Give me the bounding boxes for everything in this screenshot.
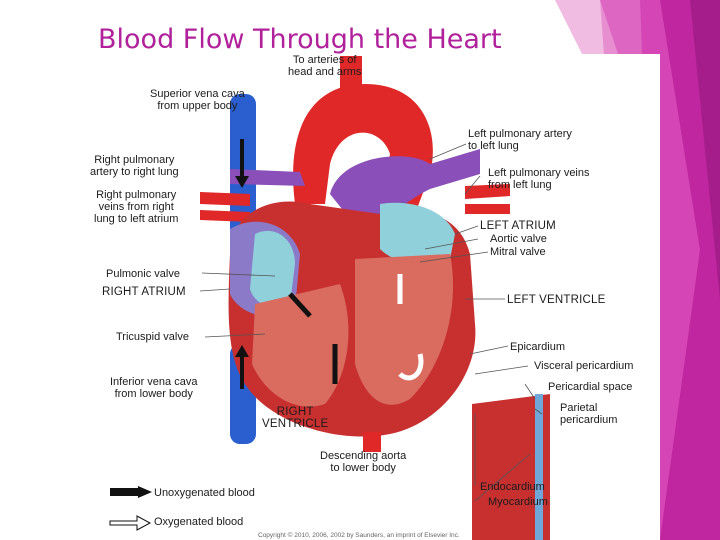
- label-visceral-pericardium: Visceral pericardium: [534, 360, 634, 372]
- right-pulmonary-veins: [200, 192, 250, 222]
- label-left-atrium: LEFT ATRIUM: [480, 220, 556, 232]
- svc-flow-arrowhead: [235, 176, 249, 188]
- label-right-pulmonary-veins: Right pulmonary veins from right lung to…: [94, 189, 179, 225]
- legend-oxygenated-arrow: [109, 515, 152, 531]
- label-pulmonic-valve: Pulmonic valve: [106, 268, 180, 280]
- label-right-ventricle: RIGHT VENTRICLE: [262, 406, 329, 430]
- label-myocardium: Myocardium: [488, 496, 548, 508]
- legend-unoxygenated-label: Unoxygenated blood: [154, 487, 255, 499]
- label-descending-aorta: Descending aorta to lower body: [320, 450, 407, 474]
- label-mitral-valve: Mitral valve: [490, 246, 546, 258]
- ivc-flow-arrowhead: [235, 345, 249, 357]
- label-tricuspid-valve: Tricuspid valve: [116, 331, 189, 343]
- label-inferior-vena-cava: Inferior vena cava from lower body: [110, 376, 198, 400]
- copyright-notice: Copyright © 2010, 2006, 2002 by Saunders…: [258, 532, 460, 539]
- right-atrium-interior: [250, 230, 295, 308]
- left-pulmonary-veins: [465, 184, 510, 214]
- label-pericardial-space: Pericardial space: [548, 381, 633, 393]
- leader-lines: [199, 143, 543, 502]
- ra-to-rv-arrow: [288, 292, 312, 318]
- heart-diagram: To arteries of head and arms Superior ve…: [80, 54, 660, 540]
- deco-band-dark: [690, 0, 720, 300]
- label-right-pulmonary-artery: Right pulmonary artery to right lung: [90, 154, 179, 178]
- lv-outflow-arrow: [398, 353, 424, 381]
- legend-oxygenated-label: Oxygenated blood: [154, 516, 244, 528]
- pericardial-space-strip: [535, 394, 543, 540]
- label-endocardium: Endocardium: [480, 481, 545, 493]
- label-right-atrium: RIGHT ATRIUM: [102, 286, 186, 298]
- label-parietal-pericardium: Parietal pericardium: [560, 402, 618, 426]
- legend-unoxygenated-arrowhead: [138, 486, 152, 498]
- label-left-pulmonary-artery: Left pulmonary artery to left lung: [468, 128, 572, 152]
- descending-aorta: [363, 432, 381, 452]
- right-pulmonary-artery: [230, 169, 305, 186]
- label-superior-vena-cava: Superior vena cava from upper body: [150, 88, 245, 112]
- slide-title: Blood Flow Through the Heart: [98, 24, 502, 55]
- heart-illustration: [109, 56, 550, 540]
- right-ventricle-chamber: [252, 284, 349, 407]
- label-aortic-valve: Aortic valve: [490, 233, 547, 245]
- label-left-pulmonary-veins: Left pulmonary veins from left lung: [488, 167, 590, 191]
- left-atrium-interior: [380, 202, 455, 265]
- label-left-ventricle: LEFT VENTRICLE: [507, 294, 606, 306]
- arteries-head: [340, 56, 362, 96]
- label-epicardium: Epicardium: [510, 341, 566, 353]
- pericardium-section: [472, 394, 550, 540]
- label-to-arteries-head: To arteries of head and arms: [288, 54, 362, 78]
- left-ventricle-chamber: [355, 254, 454, 405]
